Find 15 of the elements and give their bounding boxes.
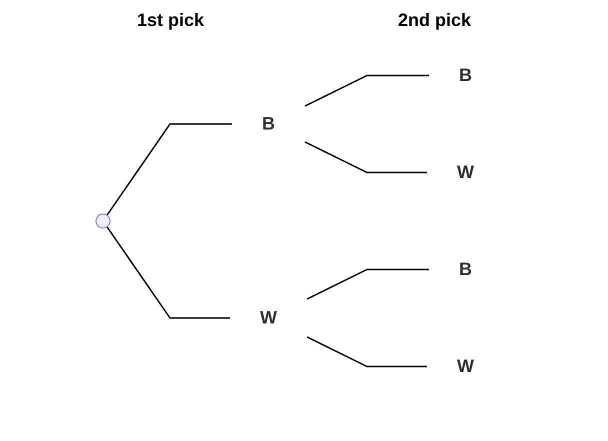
node-text: W [260,308,277,328]
connector [306,336,427,368]
connector [304,141,427,174]
column-heading: 2nd pick [398,10,471,31]
connector [106,226,230,319]
connector [304,74,429,107]
connector [106,123,232,216]
node-text: B [262,114,275,134]
node-text: B [459,65,472,85]
column-heading: 1st pick [136,10,204,31]
node-text: B [459,259,472,279]
node-text: W [457,356,474,376]
node-text: W [457,162,474,182]
connector [306,268,429,300]
node-point [96,214,110,228]
